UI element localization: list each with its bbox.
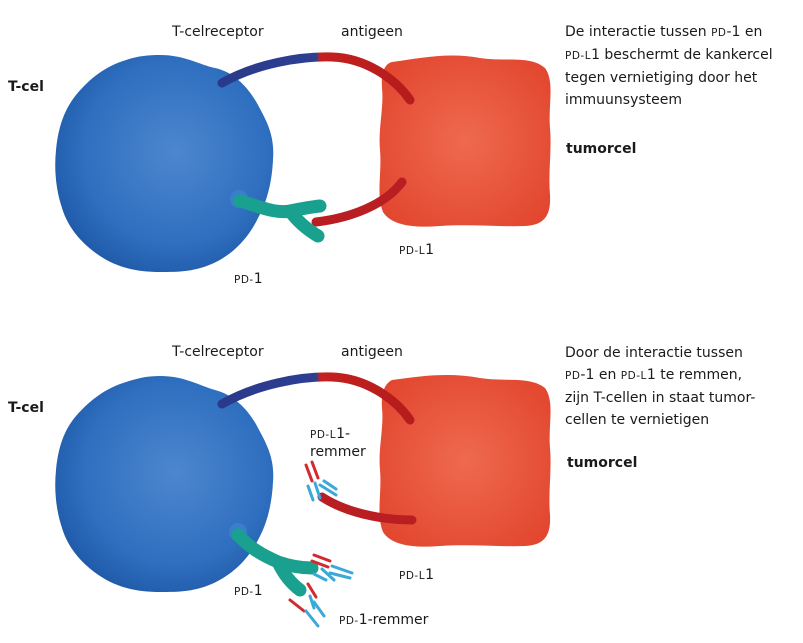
pd-1-label-bottom: PD-1 — [234, 583, 263, 599]
pd-l1-inhibitor-label-line-1: PD-L1- — [310, 426, 351, 442]
bottom-panel — [55, 372, 551, 628]
pd-l1-inhibitor-label: PD-L1- remmer — [310, 426, 366, 461]
pd-1-receptor-bottom — [231, 528, 319, 597]
top-desc-line-2: PD-L1 beschermt de kankercel — [565, 47, 773, 63]
t-cell-label-bottom: T-cel — [8, 400, 44, 416]
bottom-desc-line-1: Door de interactie tussen — [565, 345, 743, 361]
tumor-cell-bottom — [379, 374, 551, 547]
top-desc-line-3: tegen vernietiging door het — [565, 70, 758, 86]
top-desc-line-1: De interactie tussen PD-1 en — [565, 24, 763, 40]
tcr-antigen-arc-bottom — [217, 372, 415, 425]
t-cell-label-top: T-cel — [8, 79, 44, 95]
pd-1-inhibitor-antibody-2 — [288, 582, 326, 628]
t-cell-top — [55, 55, 274, 272]
tumor-cell-label-bottom: tumorcel — [567, 455, 638, 471]
pd-1-inhibitor-label: PD-1-remmer — [339, 612, 429, 628]
tumor-cell-label-top: tumorcel — [566, 141, 637, 157]
t-cell-bottom — [55, 376, 274, 592]
pd-l1-label-top: PD-L1 — [399, 242, 434, 258]
pd-l1-inhibitor-label-line-2: remmer — [310, 444, 366, 460]
bottom-description: Door de interactie tussen PD-1 en PD-L1 … — [565, 342, 755, 431]
tumor-cell-top — [379, 55, 551, 227]
antigen-label-top: antigeen — [341, 24, 403, 40]
pd-1-receptor-top — [233, 194, 327, 243]
tcr-antigen-arc-top — [217, 52, 415, 105]
bottom-desc-line-2: PD-1 en PD-L1 te remmen, — [565, 367, 743, 383]
bottom-desc-line-3: zijn T-cellen in staat tumor- — [565, 390, 756, 406]
tcr-label-bottom: T-celreceptor — [172, 344, 264, 360]
top-panel — [55, 52, 551, 272]
pd-l1-arc-bottom — [317, 492, 417, 525]
pd-1-label-top: PD-1 — [234, 271, 263, 287]
pd-1-inhibitor-antibody-1 — [310, 553, 354, 582]
pd-l1-arc-top — [311, 177, 407, 227]
antigen-label-bottom: antigeen — [341, 344, 403, 360]
top-description: De interactie tussen PD-1 en PD-L1 besch… — [565, 21, 773, 111]
tcr-label-top: T-celreceptor — [172, 24, 264, 40]
top-desc-line-4: immuunsysteem — [565, 92, 683, 108]
pd-l1-inhibitor-antibody — [304, 460, 338, 502]
pd-l1-label-bottom: PD-L1 — [399, 567, 434, 583]
bottom-desc-line-4: cellen te vernietigen — [565, 412, 710, 428]
